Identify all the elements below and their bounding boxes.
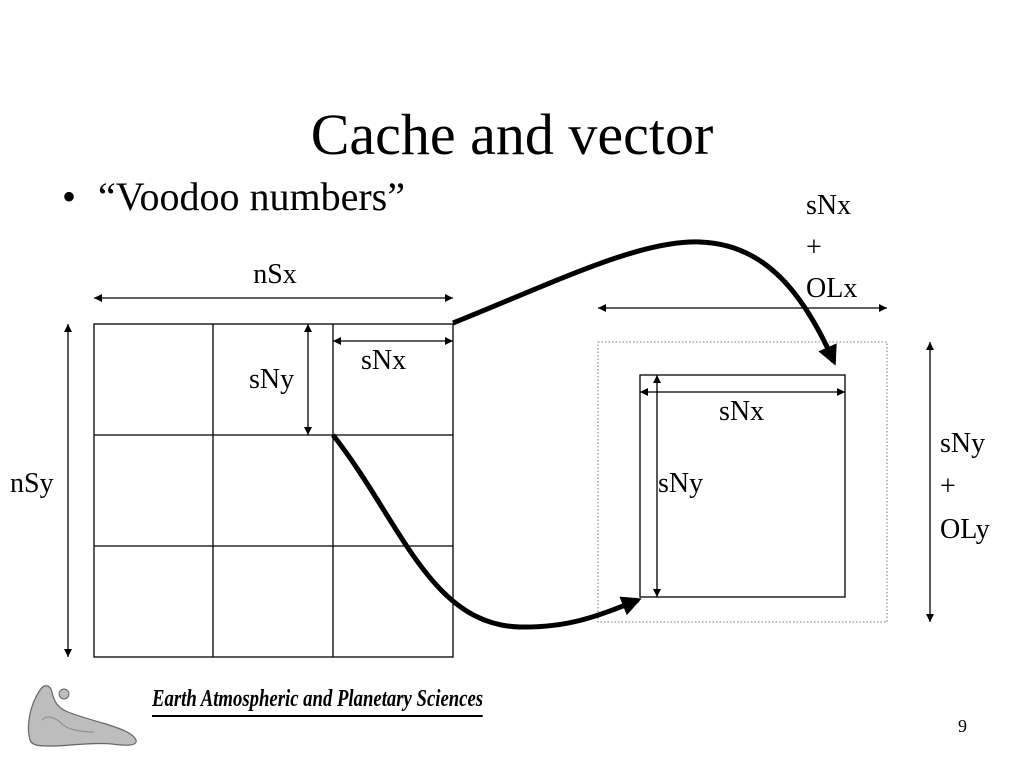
page-number: 9 bbox=[958, 716, 967, 736]
sny-label-left: sNy bbox=[249, 364, 294, 395]
outer-width-label-2: + bbox=[806, 232, 822, 263]
mapping-arrow-bottom bbox=[331, 433, 642, 630]
outer-height-label-1: sNy bbox=[940, 428, 985, 459]
outer-width-label-1: sNx bbox=[806, 190, 851, 221]
sny-label-right: sNy bbox=[658, 468, 703, 499]
snx-label-left: sNx bbox=[361, 345, 406, 376]
department-logo-icon bbox=[27, 685, 137, 747]
outer-height-label-2: + bbox=[940, 471, 956, 502]
nsx-label: nSx bbox=[253, 259, 297, 290]
halo-box bbox=[597, 341, 888, 623]
grid-outline bbox=[93, 323, 454, 658]
bullet-marker: • bbox=[62, 174, 77, 219]
tile-box bbox=[639, 374, 846, 598]
slide-title: Cache and vector bbox=[310, 102, 714, 167]
tile-grid bbox=[93, 323, 454, 658]
snx-label-right: sNx bbox=[719, 396, 764, 427]
footer-department-name: Earth Atmospheric and Planetary Sciences bbox=[152, 684, 484, 717]
bullet-text: “Voodoo numbers” bbox=[98, 174, 405, 219]
outer-height-label-3: OLy bbox=[940, 514, 990, 545]
nsy-label: nSy bbox=[10, 468, 54, 499]
bullet-item: • “Voodoo numbers” bbox=[62, 174, 405, 220]
outer-width-label-3: OLx bbox=[806, 273, 857, 304]
mapping-arrow-top bbox=[452, 239, 837, 366]
